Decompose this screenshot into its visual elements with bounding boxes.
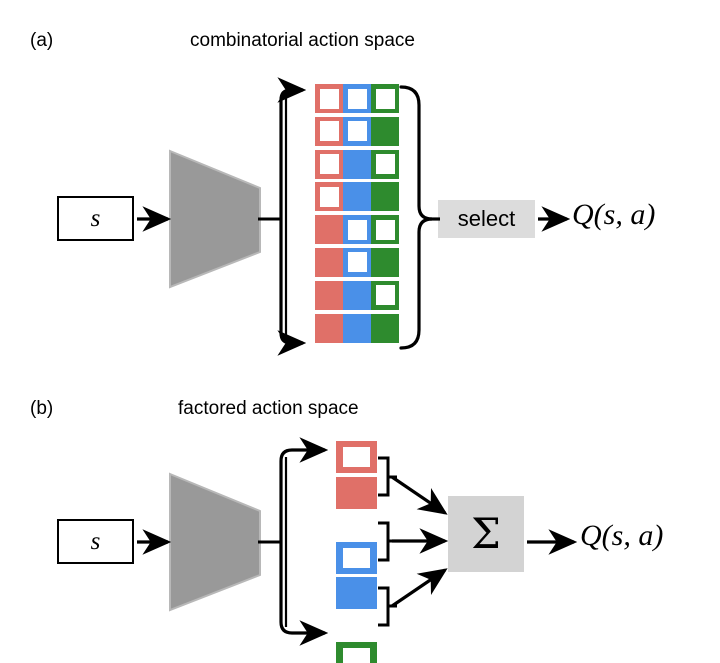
panel-a-title: combinatorial action space <box>190 30 415 51</box>
panel-a-output-label: Q(s, a) <box>572 198 656 231</box>
action-cell-blue-off[interactable] <box>343 116 371 146</box>
action-grid-row[interactable] <box>315 280 399 310</box>
action-grid-row[interactable] <box>315 182 399 212</box>
panel-b-state-box: s <box>57 519 134 564</box>
select-label: select <box>457 206 516 231</box>
action-cell-inner <box>375 285 395 306</box>
factor-cell-red-off[interactable] <box>336 441 377 473</box>
action-cell-red-on[interactable] <box>315 215 343 245</box>
action-grid-row[interactable] <box>315 215 399 245</box>
action-cell-red-on[interactable] <box>315 280 343 310</box>
panel-b-factor-bracket-blue <box>378 521 449 562</box>
panel-b-factor-column <box>336 441 377 663</box>
action-grid-row[interactable] <box>315 247 399 277</box>
sum-label: Σ <box>471 509 501 558</box>
panel-b-output-label: Q(s, a) <box>580 519 664 552</box>
panel-a-action-grid <box>315 84 399 343</box>
action-grid-row[interactable] <box>315 313 399 343</box>
action-cell-blue-off[interactable] <box>343 247 371 277</box>
action-cell-inner <box>319 154 339 175</box>
action-cell-inner <box>375 219 395 240</box>
factor-group-blue[interactable] <box>336 541 377 609</box>
panel-b-title: factored action space <box>178 398 359 419</box>
action-cell-red-off[interactable] <box>315 149 343 179</box>
action-cell-blue-off[interactable] <box>343 215 371 245</box>
panel-b-state-label: s <box>90 528 101 555</box>
factor-cell-inner <box>343 447 370 467</box>
factor-cell-inner <box>343 648 370 663</box>
action-cell-red-on[interactable] <box>315 247 343 277</box>
action-grid-row[interactable] <box>315 84 399 113</box>
panel-a-network-trapezoid <box>167 148 263 290</box>
factor-group-green[interactable] <box>336 642 377 663</box>
panel-b-factor-bracket-red <box>378 456 448 515</box>
action-cell-green-off[interactable] <box>371 149 399 179</box>
action-cell-inner <box>319 121 339 142</box>
action-cell-blue-on[interactable] <box>343 313 371 343</box>
action-cell-inner <box>347 121 367 142</box>
action-cell-inner <box>347 252 367 273</box>
action-cell-green-off[interactable] <box>371 215 399 245</box>
action-cell-inner <box>375 154 395 175</box>
factor-cell-inner <box>343 547 370 568</box>
action-cell-red-off[interactable] <box>315 116 343 146</box>
action-cell-inner <box>347 219 367 240</box>
action-cell-blue-on[interactable] <box>343 280 371 310</box>
select-button[interactable]: select <box>438 200 535 238</box>
factor-cell-green-off[interactable] <box>336 642 377 663</box>
panel-b-tag: (b) <box>30 398 54 419</box>
action-cell-green-off[interactable] <box>371 84 399 113</box>
action-cell-inner <box>347 88 367 109</box>
factor-cell-red-on[interactable] <box>336 476 377 509</box>
action-cell-blue-off[interactable] <box>343 84 371 113</box>
sum-box: Σ <box>448 496 524 572</box>
action-cell-green-on[interactable] <box>371 182 399 212</box>
action-cell-green-off[interactable] <box>371 280 399 310</box>
action-grid-row[interactable] <box>315 116 399 146</box>
panel-a-state-label: s <box>90 205 101 232</box>
factor-group-red[interactable] <box>336 441 377 509</box>
action-cell-red-off[interactable] <box>315 84 343 113</box>
action-cell-inner <box>319 88 339 109</box>
action-cell-inner <box>319 186 339 207</box>
action-grid-row[interactable] <box>315 149 399 179</box>
action-cell-green-on[interactable] <box>371 247 399 277</box>
panel-a-state-box: s <box>57 196 134 241</box>
action-cell-green-on[interactable] <box>371 116 399 146</box>
factor-cell-blue-on[interactable] <box>336 577 377 609</box>
panel-a-network-fanout <box>258 77 307 356</box>
action-cell-red-on[interactable] <box>315 313 343 343</box>
action-cell-green-on[interactable] <box>371 313 399 343</box>
panel-b-network-trapezoid <box>167 471 263 613</box>
panel-b-network-fanout <box>258 437 329 646</box>
action-cell-blue-on[interactable] <box>343 149 371 179</box>
panel-a-tag: (a) <box>30 30 54 51</box>
action-cell-inner <box>375 88 395 109</box>
panel-a-collector-brace <box>399 85 440 350</box>
action-cell-blue-on[interactable] <box>343 182 371 212</box>
panel-b-factor-bracket-green <box>378 568 448 627</box>
factor-cell-blue-off[interactable] <box>336 541 377 574</box>
action-cell-red-off[interactable] <box>315 182 343 212</box>
